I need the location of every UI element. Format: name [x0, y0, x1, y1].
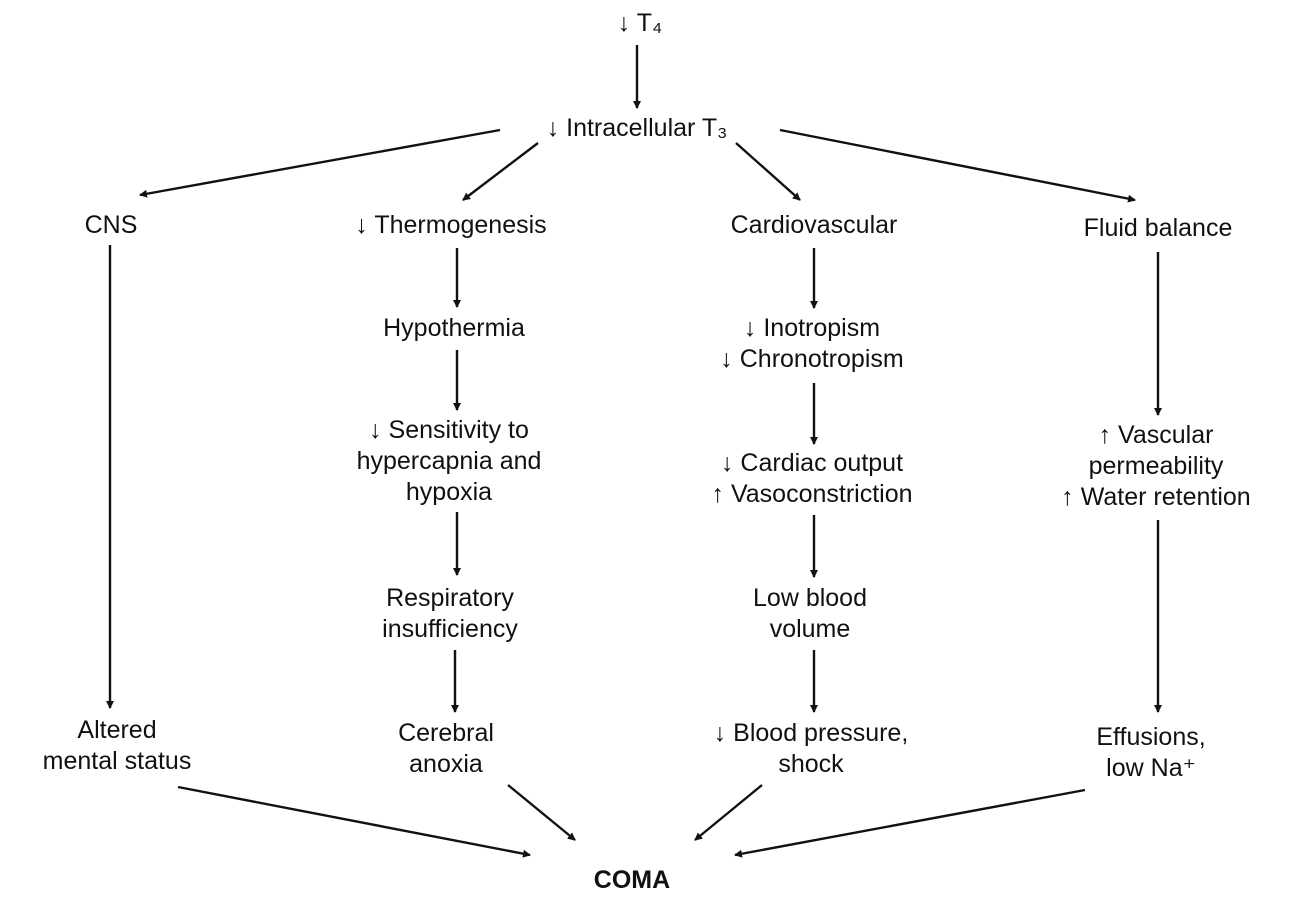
node-text-line: Cerebral [398, 719, 494, 747]
node-cardiac-output: ↓ Cardiac output ↑ Vasoconstriction [711, 448, 912, 510]
node-text-line: ↑ Vascular [1098, 421, 1214, 449]
node-t4: ↓ T₄ [618, 8, 662, 39]
node-text-line: CNS [84, 211, 138, 239]
node-text-line: Low blood [753, 584, 867, 612]
node-text-line: ↑ Vasoconstriction [711, 480, 913, 508]
node-text-line: Respiratory [386, 584, 514, 612]
node-text-line: shock [778, 750, 844, 778]
node-text-line: mental status [42, 747, 192, 775]
node-text-line: volume [769, 615, 851, 643]
arrow-intracellular-t3-to-thermogenesis [462, 142, 539, 201]
node-blood-pressure: ↓ Blood pressure, shock [714, 718, 909, 780]
node-text-line: ↓ T₄ [617, 9, 663, 37]
arrow-intracellular-t3-to-fluid-balance [779, 128, 1136, 203]
arrow-intracellular-t3-to-cardiovascular [735, 142, 801, 201]
node-text-line: COMA [593, 866, 671, 894]
node-respiratory: Respiratory insufficiency [382, 583, 518, 645]
node-fluid-balance: Fluid balance [1084, 213, 1233, 244]
node-text-line: ↓ Inotropism [743, 314, 881, 342]
node-text-line: hypoxia [405, 478, 493, 506]
node-cns: CNS [85, 210, 138, 241]
node-inotropism: ↓ Inotropism ↓ Chronotropism [720, 313, 903, 375]
node-effusions: Effusions, low Na⁺ [1096, 722, 1205, 784]
node-text-line: ↓ Intracellular T₃ [546, 114, 728, 142]
node-hypothermia: Hypothermia [383, 313, 525, 344]
node-intracellular-t3: ↓ Intracellular T₃ [547, 113, 728, 144]
node-text-line: ↓ Chronotropism [720, 345, 904, 373]
node-text-line: permeability [1088, 452, 1224, 480]
node-text-line: hypercapnia and [356, 447, 542, 475]
node-text-line: low Na⁺ [1106, 754, 1196, 782]
arrow-blood-pressure-to-coma [694, 784, 763, 841]
arrow-intracellular-t3-to-cns [139, 128, 501, 198]
node-text-line: insufficiency [382, 615, 518, 643]
node-text-line: ↓ Sensitivity to [369, 416, 529, 444]
node-text-line: Fluid balance [1083, 214, 1233, 242]
arrow-cerebral-anoxia-to-coma [507, 784, 576, 841]
node-cardiovascular: Cardiovascular [731, 210, 898, 241]
node-sensitivity: ↓ Sensitivity to hypercapnia and hypoxia [357, 415, 542, 508]
node-cerebral-anoxia: Cerebral anoxia [398, 718, 494, 780]
node-text-line: ↓ Cardiac output [720, 449, 904, 477]
node-text-line: ↑ Water retention [1061, 483, 1251, 511]
node-vascular-permeability: ↑ Vascular permeability ↑ Water retention [1061, 420, 1250, 513]
node-text-line: Effusions, [1096, 723, 1206, 751]
node-text-line: anoxia [409, 750, 483, 778]
node-text-line: ↓ Blood pressure, [713, 719, 909, 747]
node-text-line: Altered [77, 716, 157, 744]
node-altered-mental-status: Altered mental status [43, 715, 192, 777]
node-text-line: Hypothermia [383, 314, 525, 342]
node-text-line: ↓ Thermogenesis [355, 211, 547, 239]
arrow-altered-mental-to-coma [177, 785, 531, 858]
node-thermogenesis: ↓ Thermogenesis [355, 210, 546, 241]
node-coma: COMA [594, 865, 670, 896]
node-low-blood-volume: Low blood volume [753, 583, 867, 645]
arrow-effusions-to-coma [734, 788, 1086, 858]
node-text-line: Cardiovascular [730, 211, 898, 239]
